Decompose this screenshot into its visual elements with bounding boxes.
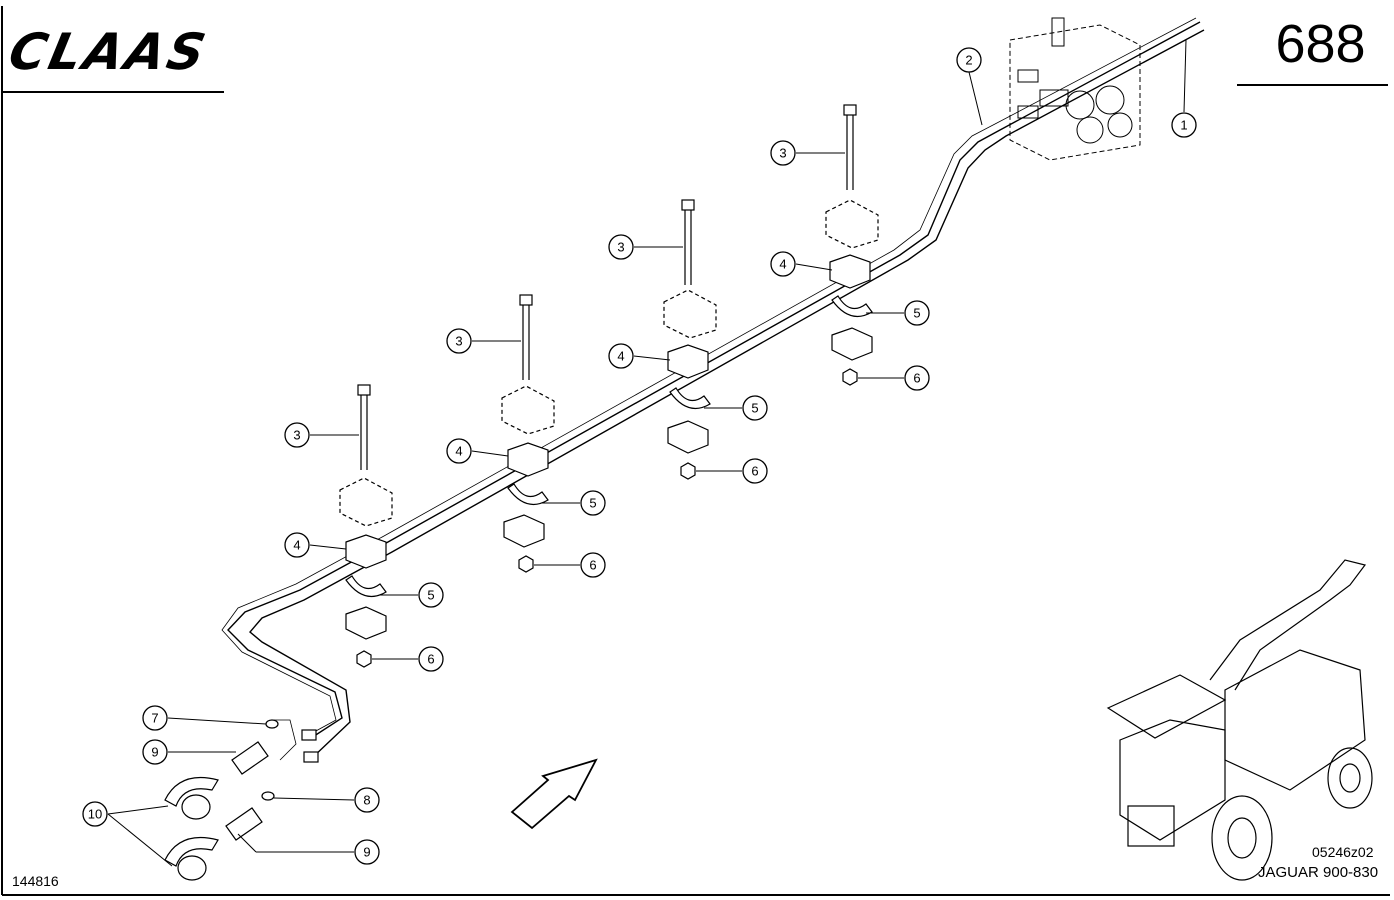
svg-text:9: 9: [363, 845, 370, 860]
clamp-blocks: [339, 199, 879, 569]
svg-text:5: 5: [589, 496, 596, 511]
harvester-icon: [1106, 559, 1373, 881]
svg-text:8: 8: [363, 793, 370, 808]
callout-item-5: 5: [742, 395, 768, 421]
callout-item-8: 8: [354, 787, 380, 813]
svg-text:3: 3: [779, 146, 786, 161]
callout-item-3: 3: [284, 422, 310, 448]
callout-item-3: 3: [608, 234, 634, 260]
svg-text:2: 2: [965, 53, 972, 68]
callout-item-5: 5: [418, 582, 444, 608]
svg-text:5: 5: [427, 588, 434, 603]
svg-text:5: 5: [751, 401, 758, 416]
svg-text:4: 4: [779, 257, 786, 272]
callout-item-4: 4: [608, 343, 634, 369]
callout-item-5: 5: [580, 490, 606, 516]
callout-item-9: 9: [354, 839, 380, 865]
svg-text:6: 6: [913, 371, 920, 386]
bolts: [357, 104, 857, 470]
page-number-rule: [1237, 84, 1388, 86]
valve-block-icon: [1009, 17, 1141, 161]
svg-text:1: 1: [1180, 118, 1187, 133]
callout-item-1: 1: [1171, 112, 1197, 138]
drawing-id: 144816: [12, 873, 59, 889]
callout-item-6: 6: [418, 646, 444, 672]
hydraulic-lines: [221, 17, 1205, 759]
callout-item-4: 4: [446, 438, 472, 464]
callout-item-7: 7: [142, 705, 168, 731]
svg-text:3: 3: [455, 334, 462, 349]
leader-lines: [107, 39, 1187, 867]
model-name: JAGUAR 900-830: [1258, 864, 1379, 881]
figure-code: 05246z02: [1312, 844, 1374, 860]
couplings: [164, 719, 319, 881]
svg-text:6: 6: [751, 464, 758, 479]
callout-item-4: 4: [770, 251, 796, 277]
svg-text:6: 6: [427, 652, 434, 667]
saddles-and-nuts: [345, 295, 873, 668]
svg-text:4: 4: [293, 538, 300, 553]
svg-text:4: 4: [617, 349, 624, 364]
page-number: 688: [1275, 14, 1366, 74]
svg-text:4: 4: [455, 444, 462, 459]
callout-item-2: 2: [956, 47, 982, 73]
svg-text:9: 9: [151, 745, 158, 760]
callout-item-3: 3: [770, 140, 796, 166]
svg-text:6: 6: [589, 558, 596, 573]
callout-item-6: 6: [742, 458, 768, 484]
svg-text:3: 3: [293, 428, 300, 443]
callout-item-10: 10: [82, 801, 108, 827]
callout-item-6: 6: [580, 552, 606, 578]
logo-rule: [2, 91, 224, 93]
callout-item-4: 4: [284, 532, 310, 558]
svg-text:7: 7: [151, 711, 158, 726]
callout-item-5: 5: [904, 300, 930, 326]
direction-arrow-icon: [510, 758, 598, 830]
callout-item-3: 3: [446, 328, 472, 354]
svg-text:10: 10: [88, 807, 102, 822]
callout-item-6: 6: [904, 365, 930, 391]
svg-text:5: 5: [913, 306, 920, 321]
callout-item-9: 9: [142, 739, 168, 765]
svg-text:3: 3: [617, 240, 624, 255]
